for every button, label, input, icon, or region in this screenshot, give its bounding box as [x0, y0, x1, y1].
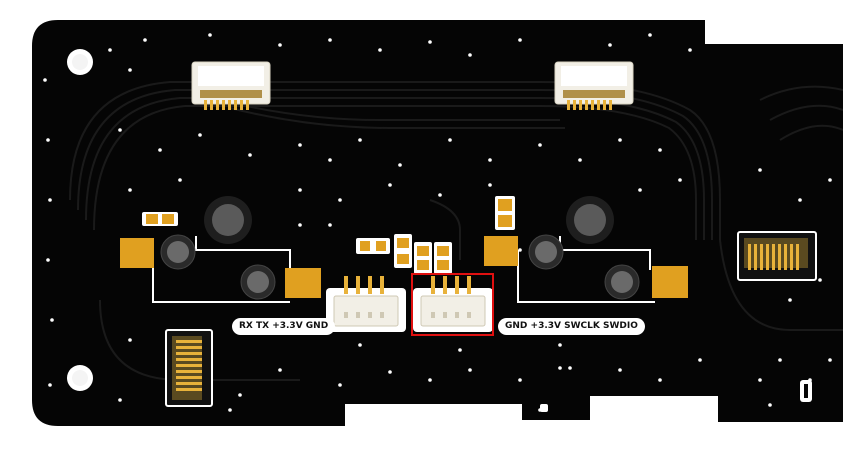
edge-features [490, 380, 812, 412]
sensor-cluster-right [484, 196, 688, 303]
fpc-connector-top-right [554, 61, 634, 110]
vias [43, 33, 832, 412]
sensor-cluster-left [120, 196, 321, 303]
fpc-connector-left [165, 329, 213, 407]
swd-pin-label: GND +3.3V SWCLK SWDIO [498, 318, 645, 335]
highlight-box [411, 273, 494, 336]
uart-pin-label: RX TX +3.3V GND [232, 318, 336, 335]
fpc-connector-top-left [191, 61, 271, 110]
uart-connector [326, 276, 406, 332]
fpc-connector-right [737, 231, 817, 281]
passive-components [356, 234, 452, 274]
swd-connector [413, 276, 493, 332]
mounting-holes [67, 49, 93, 391]
